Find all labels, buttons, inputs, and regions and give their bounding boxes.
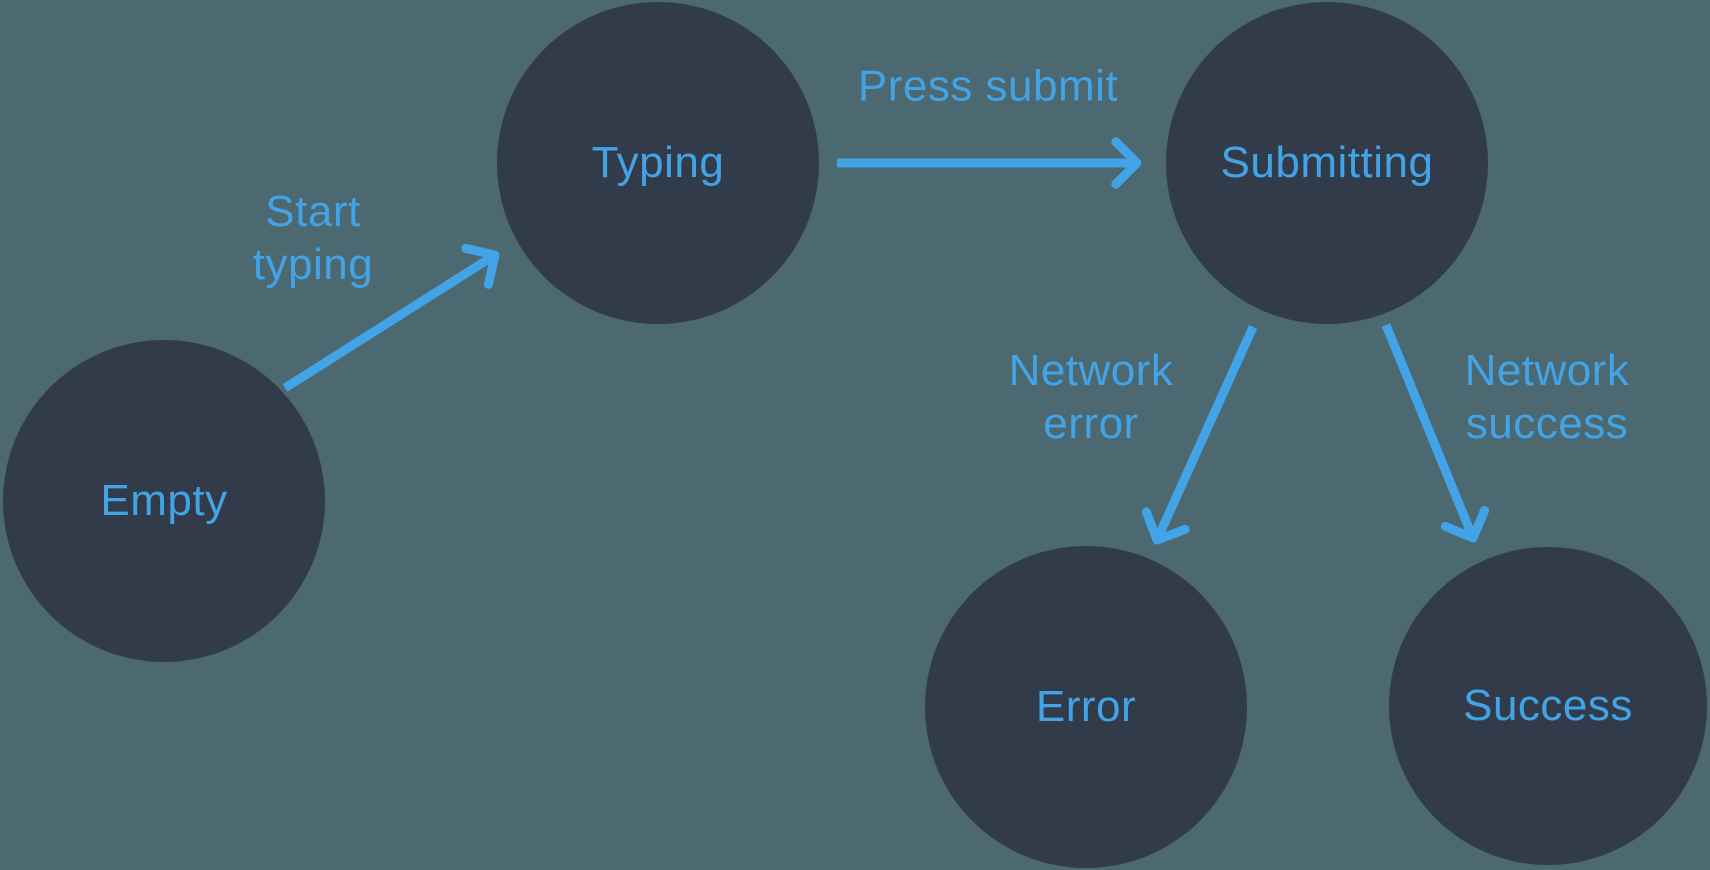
state-node-success-label: Success xyxy=(1463,681,1633,730)
state-node-success: Success xyxy=(1389,547,1707,865)
state-node-error-label: Error xyxy=(1035,682,1137,731)
state-node-submitting-label: Submitting xyxy=(1220,138,1434,187)
transition-label-press-submit: Press submit xyxy=(858,60,1118,113)
transition-label-line: typing xyxy=(252,240,374,289)
transition-label-line: Network xyxy=(1008,346,1174,395)
state-node-typing: Typing xyxy=(497,2,819,324)
transition-label-line: Start xyxy=(265,187,361,236)
transition-arrow-press-submit xyxy=(837,137,1142,189)
transition-label-network-error: Network error xyxy=(1009,344,1174,450)
state-node-submitting: Submitting xyxy=(1166,2,1488,324)
transition-label-line: Network xyxy=(1464,346,1630,395)
transition-label-network-success: Network success xyxy=(1465,344,1630,450)
transition-label-line: success xyxy=(1465,399,1629,448)
state-node-error: Error xyxy=(925,546,1247,868)
transition-label-line: Press submit xyxy=(857,61,1119,111)
state-node-empty: Empty xyxy=(3,340,325,662)
transition-label-start-typing: Start typing xyxy=(253,185,373,291)
state-node-typing-label: Typing xyxy=(591,138,725,187)
transition-label-line: error xyxy=(1043,399,1139,448)
state-node-empty-label: Empty xyxy=(100,476,228,525)
